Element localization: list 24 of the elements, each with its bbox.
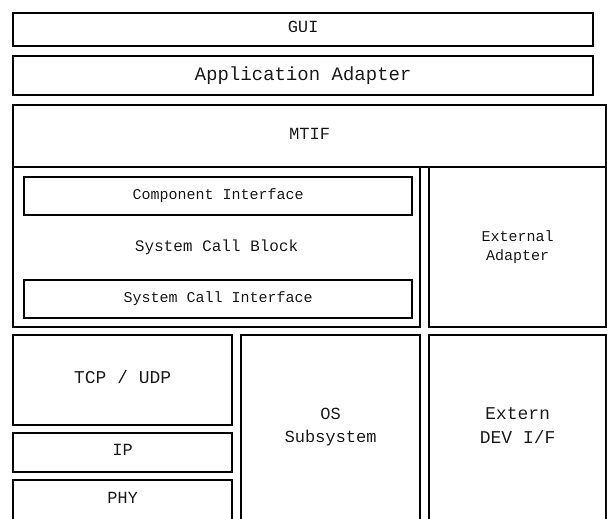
layer-box bbox=[428, 166, 607, 328]
layer-box bbox=[12, 166, 421, 328]
layer-label: OS Subsystem bbox=[284, 405, 378, 450]
layer-box bbox=[23, 176, 413, 216]
layer-box bbox=[12, 12, 594, 47]
layer-box bbox=[428, 334, 607, 519]
layer-label: External Adapter bbox=[480, 228, 554, 266]
layer-label: System Call Interface bbox=[123, 289, 313, 309]
layer-label: Component Interface bbox=[132, 186, 304, 206]
layer-label: System Call Block bbox=[134, 236, 298, 258]
layer-label: PHY bbox=[107, 488, 138, 511]
layer-box bbox=[12, 334, 233, 426]
layer-label: MTIF bbox=[289, 124, 330, 147]
layer-box bbox=[12, 479, 233, 519]
layer-box bbox=[12, 432, 233, 473]
layer-label: Extern DEV I/F bbox=[478, 404, 556, 450]
layer-label: GUI bbox=[288, 18, 318, 40]
layer-label: IP bbox=[112, 441, 133, 464]
layer-label: Application Adapter bbox=[194, 63, 412, 88]
layer-box bbox=[12, 55, 594, 96]
layer-label: TCP / UDP bbox=[74, 368, 172, 392]
layer-box bbox=[23, 279, 413, 319]
layer-box bbox=[240, 334, 421, 519]
layer-box bbox=[12, 104, 607, 168]
